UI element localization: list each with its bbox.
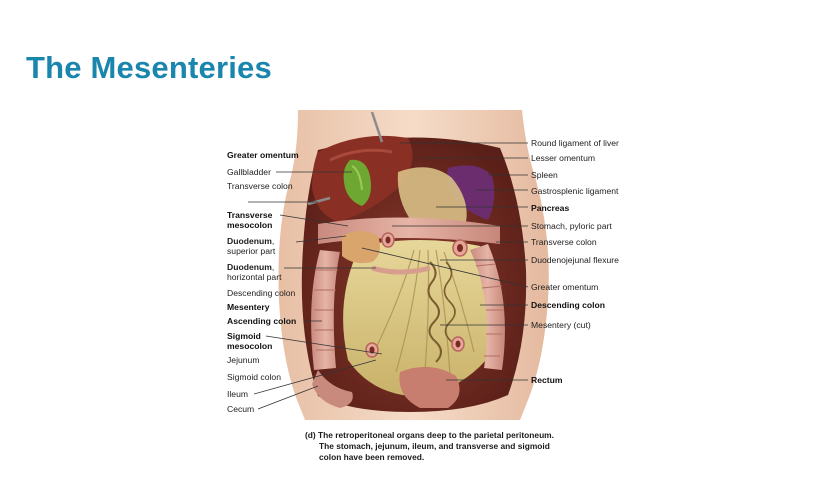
label-sigmoid-mesocolon: Sigmoid mesocolon — [227, 331, 272, 351]
descending-colon — [470, 244, 505, 370]
label-sigmoid-colon: Sigmoid colon — [227, 372, 281, 382]
label-sigmoid-mesocolon-line2: mesocolon — [227, 341, 273, 351]
label-duodenum-superior-comma: , — [271, 236, 275, 246]
label-mesentery: Mesentery — [227, 302, 270, 312]
label-duodenum-horizontal-part: horizontal part — [227, 272, 282, 282]
slide-title: The Mesenteries — [26, 50, 272, 85]
label-greater-omentum-left: Greater omentum — [227, 150, 299, 160]
label-duodenum-horizontal: Duodenum, horizontal part — [227, 262, 281, 282]
caption-line-3: colon have been removed. — [319, 452, 425, 462]
label-gallbladder: Gallbladder — [227, 167, 271, 177]
leader-lines-left — [248, 171, 383, 410]
label-round-ligament: Round ligament of liver — [531, 138, 619, 148]
label-jejunum: Jejunum — [227, 355, 260, 365]
rectum — [399, 366, 460, 408]
label-sigmoid-mesocolon-line1: Sigmoid — [227, 331, 261, 341]
label-transverse-mesocolon-line1: Transverse — [227, 210, 273, 220]
label-duodenum-superior: Duodenum, superior part — [227, 236, 275, 256]
label-rectum: Rectum — [531, 375, 563, 385]
label-pancreas: Pancreas — [531, 203, 570, 213]
label-transverse-mesocolon: Transverse mesocolon — [227, 210, 272, 230]
label-duodenum-horizontal-comma: , — [271, 262, 275, 272]
label-transverse-colon-right: Transverse colon — [531, 237, 597, 247]
label-duodenojejunal-flexure: Duodenojejunal flexure — [531, 255, 619, 265]
label-spleen: Spleen — [531, 170, 558, 180]
label-ileum: Ileum — [227, 389, 249, 399]
label-descending-colon-left: Descending colon — [227, 288, 296, 298]
label-descending-colon-right: Descending colon — [531, 300, 606, 310]
label-duodenum-superior-part: superior part — [227, 246, 276, 256]
label-transverse-colon-left: Transverse colon — [227, 181, 293, 191]
cecum — [312, 370, 353, 408]
caption-line-2: The stomach, jejunum, ileum, and transve… — [319, 441, 550, 451]
label-duodenum-superior-bold: Duodenum — [227, 236, 272, 246]
label-stomach-pyloric: Stomach, pyloric part — [531, 221, 612, 231]
gallbladder — [343, 159, 371, 206]
label-greater-omentum-right: Greater omentum — [531, 282, 599, 292]
caption-line-1: (d) The retroperitoneal organs deep to t… — [305, 430, 554, 440]
label-cecum: Cecum — [227, 404, 255, 414]
label-mesentery-cut: Mesentery (cut) — [531, 320, 591, 330]
figure-caption: (d) The retroperitoneal organs deep to t… — [305, 430, 554, 463]
leader-lines-right — [361, 142, 529, 381]
label-lesser-omentum: Lesser omentum — [531, 153, 596, 163]
label-transverse-mesocolon-line2: mesocolon — [227, 220, 273, 230]
label-duodenum-horizontal-bold: Duodenum — [227, 262, 272, 272]
label-ascending-colon: Ascending colon — [227, 316, 297, 326]
spleen — [447, 165, 495, 220]
duodenum — [342, 231, 380, 264]
label-gastrosplenic-ligament: Gastrosplenic ligament — [531, 186, 619, 196]
